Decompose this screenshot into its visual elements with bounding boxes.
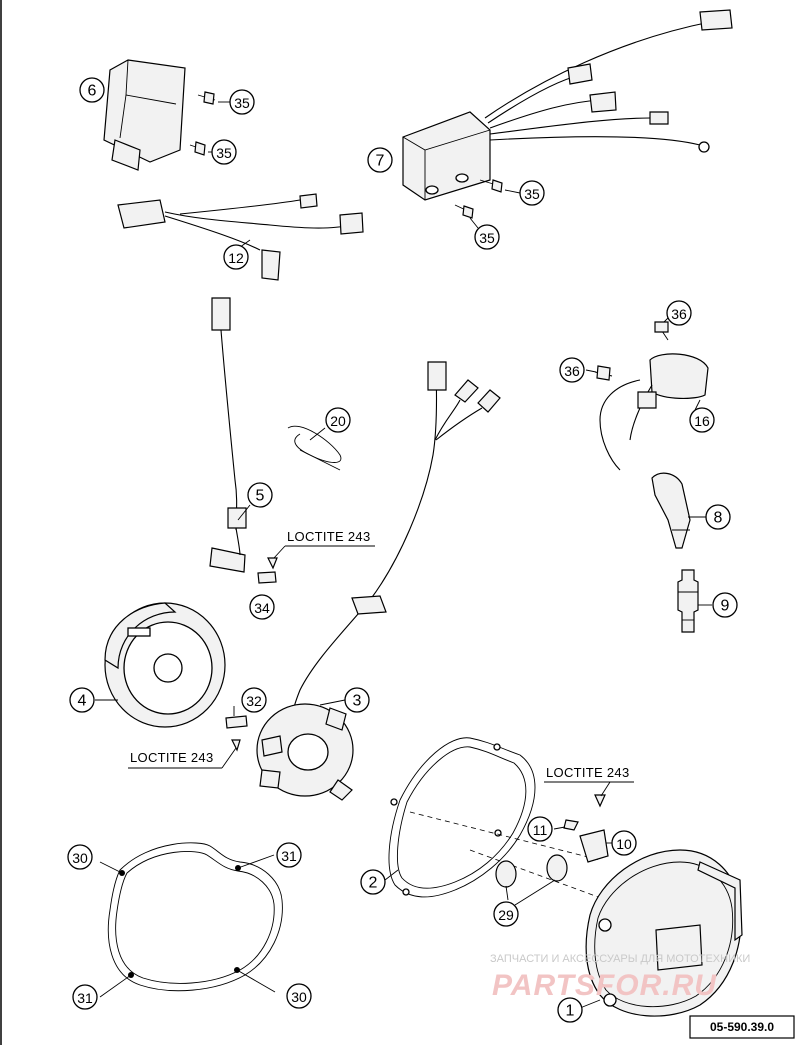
callout-31b: 31 (72, 984, 98, 1010)
callout-7: 7 (367, 147, 393, 173)
part-2-gasket (388, 737, 621, 906)
callout-20: 20 (325, 407, 351, 433)
callout-12: 12 (223, 244, 249, 270)
callout-35d: 35 (474, 224, 500, 250)
bolts-32-34 (225, 557, 278, 752)
callout-text-11: 11 (533, 822, 548, 838)
part-4-flywheel (104, 602, 226, 728)
callout-text-9: 9 (721, 598, 730, 615)
part-8-spark-plug-cap (651, 472, 691, 549)
callout-30a: 30 (67, 844, 93, 870)
callout-text-1: 1 (566, 1003, 575, 1020)
part-1-ignition-cover (585, 849, 743, 1017)
callout-36b: 36 (559, 357, 585, 383)
callout-35a: 35 (229, 89, 255, 115)
callout-text-20: 20 (330, 413, 346, 429)
callout-29: 29 (493, 901, 519, 927)
callout-16: 16 (689, 407, 715, 433)
callout-9: 9 (712, 592, 738, 618)
callout-text-29: 29 (498, 907, 514, 923)
callout-1: 1 (557, 997, 583, 1023)
callout-text-35b: 35 (216, 145, 232, 161)
callout-text-4: 4 (78, 693, 87, 710)
callout-3: 3 (344, 687, 370, 713)
callout-text-3: 3 (353, 693, 362, 710)
callout-text-30a: 30 (72, 850, 88, 866)
callout-10: 10 (611, 830, 637, 856)
callout-text-31b: 31 (77, 990, 93, 1006)
callout-2: 2 (360, 869, 386, 895)
loctite-text-3: LOCTITE 243 (546, 765, 630, 780)
callout-text-35d: 35 (479, 230, 495, 246)
callout-31a: 31 (276, 842, 302, 868)
callout-text-35c: 35 (524, 186, 540, 202)
watermark-logo: PARTSFOR.RU (492, 969, 717, 1002)
part-30-31-cover-gasket (99, 842, 283, 998)
callout-text-31a: 31 (281, 848, 297, 864)
callout-30b: 30 (286, 983, 312, 1009)
callout-5: 5 (247, 482, 273, 508)
callout-text-36a: 36 (671, 306, 687, 322)
loctite-label-2: LOCTITE 243 (128, 747, 237, 769)
callout-11: 11 (527, 816, 553, 842)
loctite-label-3: LOCTITE 243 (544, 765, 634, 797)
part-6-control-module (103, 59, 216, 171)
callout-text-6: 6 (88, 83, 97, 100)
callout-text-10: 10 (616, 836, 632, 852)
loctite-label-1: LOCTITE 243 (273, 529, 375, 559)
callout-text-7: 7 (376, 153, 385, 170)
callout-6: 6 (79, 77, 105, 103)
part-5-sensor-cable (209, 297, 247, 573)
callout-text-36b: 36 (564, 363, 580, 379)
diagram-code-text: 05-590.39.0 (710, 1020, 774, 1034)
watermark-line-1: ЗАПЧАСТИ И АКСЕССУАРЫ ДЛЯ МОТОТЕХНИКИ (490, 953, 750, 965)
diagram-reference: 05-590.39.0 (689, 1015, 795, 1039)
callout-35b: 35 (211, 139, 237, 165)
callout-text-2: 2 (369, 875, 378, 892)
part-12-wiring-harness (117, 193, 364, 281)
part-9-spark-plug (677, 569, 699, 633)
callout-text-8: 8 (714, 510, 723, 527)
callout-8: 8 (705, 504, 731, 530)
callout-text-12: 12 (228, 250, 244, 266)
part-7-cdi-unit (402, 9, 733, 219)
callout-text-16: 16 (694, 413, 710, 429)
loctite-text-2: LOCTITE 243 (130, 750, 214, 765)
callout-text-35a: 35 (234, 95, 250, 111)
callout-32: 32 (241, 687, 267, 713)
callout-36a: 36 (666, 300, 692, 326)
loctite-text-1: LOCTITE 243 (287, 529, 371, 544)
callout-35c: 35 (519, 180, 545, 206)
part-16-ignition-coil (594, 321, 709, 471)
callout-text-30b: 30 (291, 989, 307, 1005)
parts-10-11-29 (495, 794, 609, 888)
callout-4: 4 (69, 687, 95, 713)
callout-34: 34 (249, 594, 275, 620)
watermark: ЗАПЧАСТИ И АКСЕССУАРЫ ДЛЯ МОТОТЕХНИКИ PA… (490, 953, 750, 1002)
callout-text-32: 32 (246, 693, 262, 709)
callout-text-34: 34 (254, 600, 270, 616)
callout-text-5: 5 (256, 488, 265, 505)
part-3-stator (256, 361, 501, 801)
part-20-cable-tie (287, 425, 342, 471)
